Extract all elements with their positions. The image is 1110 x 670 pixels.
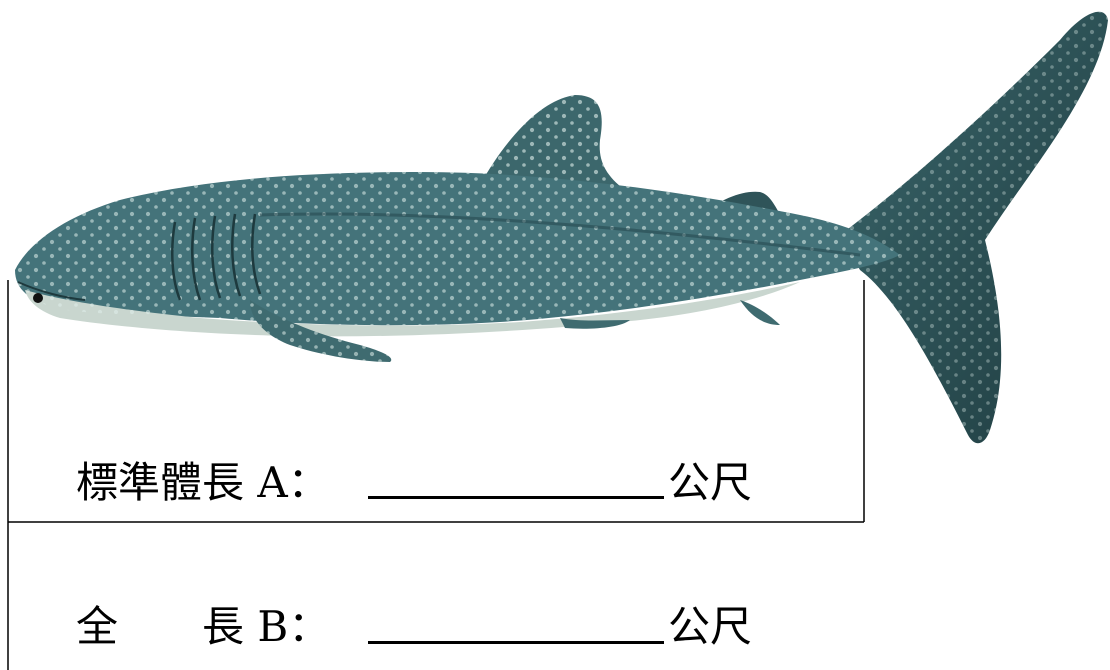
shark-body-spots xyxy=(15,172,900,326)
total-length-blank[interactable] xyxy=(368,641,664,644)
total-length-unit: 公尺 xyxy=(668,602,753,651)
total-length-label: 全 長 B： xyxy=(76,602,331,651)
standard-length-blank[interactable] xyxy=(368,496,664,499)
first-dorsal-fin-spots xyxy=(480,95,625,190)
lateral-ridge xyxy=(259,212,861,257)
mouth xyxy=(17,281,86,301)
pectoral-fin-spots xyxy=(250,300,392,362)
standard-length-label: 標準體長 A： xyxy=(76,458,330,507)
tail-fin-spots xyxy=(840,11,1108,444)
pelvic-fin xyxy=(560,318,630,329)
standard-length-unit: 公尺 xyxy=(668,458,753,507)
eye xyxy=(33,293,43,303)
anal-fin xyxy=(740,300,780,325)
gill-slits xyxy=(171,213,262,301)
measurement-bracket xyxy=(7,280,865,670)
